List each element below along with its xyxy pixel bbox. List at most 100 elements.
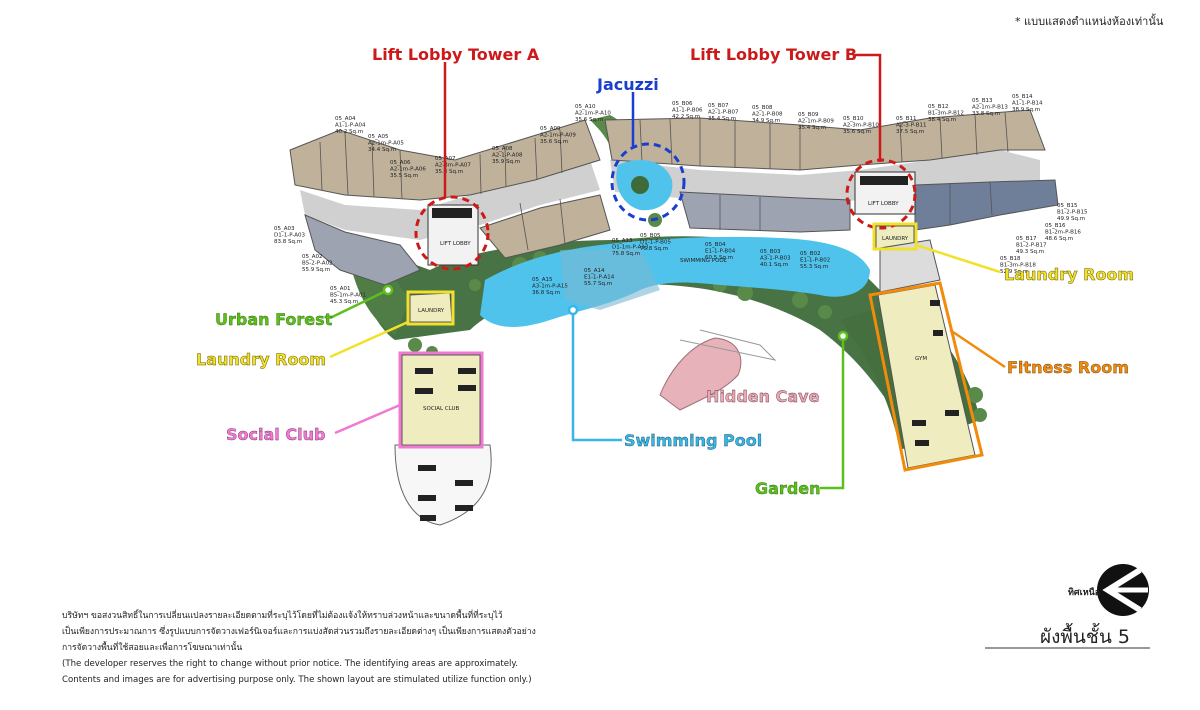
disclaimer-line: Contents and images are for advertising … (62, 675, 532, 685)
unit-area: 38.9 Sq.m (1012, 107, 1040, 113)
lift-lobby-b-text: LIFT LOBBY (868, 201, 899, 207)
gym-building: LAUNDRY GYM (875, 225, 976, 469)
unit-code: 05_A03 (274, 226, 295, 232)
unit-type: A2-3m-P-A07 (435, 163, 471, 169)
label-hidden-cave: Hidden Cave (706, 387, 820, 406)
label-lift-lobby-tower-a: Lift Lobby Tower A (372, 45, 540, 64)
unit-code: 05_B03 (760, 249, 781, 255)
unit-code: 05_A09 (540, 126, 561, 132)
unit-code: 05_A14 (584, 268, 605, 274)
unit-type: A3-1m-P-A15 (532, 284, 568, 290)
unit-type: E1-1-P-A14 (584, 275, 615, 281)
tower-b: LIFT LOBBY (604, 109, 1059, 233)
unit-area: 34.9 Sq.m (752, 118, 780, 124)
unit-code: 05_B04 (705, 242, 726, 248)
unit-area: 35.6 Sq.m (843, 129, 871, 135)
pool-area: SWIMMING POOL (480, 160, 870, 411)
unit-type: B5-1m-P-A01 (330, 293, 366, 299)
unit-type: B1-2m-P-B16 (1045, 230, 1081, 236)
unit-area: 48.6 Sq.m (1045, 236, 1073, 242)
label-jacuzzi: Jacuzzi (596, 75, 659, 94)
unit-type: A2-1m-P-A10 (575, 111, 611, 117)
unit-area: 40.1 Sq.m (760, 262, 788, 268)
social-club-building: LAUNDRY SOCIAL CLUB (394, 292, 492, 526)
unit-code: 05_B16 (1045, 223, 1066, 229)
unit-area: 35.4 Sq.m (708, 116, 736, 122)
label-laundry-room-right: Laundry Room (1004, 265, 1134, 284)
unit-area: 52.9 Sq.m (1000, 269, 1028, 275)
pool-text: SWIMMING POOL (680, 258, 728, 264)
unit-code: 05_A13 (612, 238, 633, 244)
label-social-club: Social Club (226, 425, 325, 444)
unit-code: 05_B13 (972, 98, 993, 104)
unit-type: B5-2-P-A02 (302, 261, 333, 267)
unit-area: 55.3 Sq.m (800, 264, 828, 270)
unit-area: 40.2 Sq.m (335, 129, 363, 135)
unit-type: B1-2-P-B15 (1057, 210, 1088, 216)
tower-a-units-inner (479, 194, 611, 259)
unit-code: 05_B18 (1000, 256, 1021, 262)
unit-type: A2-1m-P-A06 (390, 167, 426, 173)
unit-type: A2-1m-P-B09 (798, 119, 834, 125)
unit-type: A2-1m-P-A09 (540, 133, 576, 139)
unit-area: 75.8 Sq.m (612, 251, 640, 257)
label-urban-forest: Urban Forest (215, 310, 333, 329)
fitness-room-marker (868, 281, 984, 472)
unit-area: 36.8 Sq.m (532, 290, 560, 296)
hidden-cave-shape (659, 337, 742, 411)
gym-text: GYM (915, 356, 927, 362)
unit-type: A2-1m-P-B13 (972, 105, 1008, 111)
unit-area: 38.4 Sq.m (928, 117, 956, 123)
unit-code: 05_B09 (798, 112, 819, 118)
disclaimer-line: บริษัทฯ ขอสงวนสิทธิ์ในการเปลี่ยนแปลงรายล… (62, 611, 503, 621)
unit-type: E1-1-P-B02 (800, 258, 830, 264)
leader-lines (329, 53, 1006, 490)
unit-area: 45.3 Sq.m (330, 299, 358, 305)
unit-area: 55.7 Sq.m (584, 281, 612, 287)
unit-area: 35.5 Sq.m (390, 173, 418, 179)
unit-area: 60.5 Sq.m (705, 255, 733, 261)
social-club-marker (398, 351, 484, 449)
unit-code: 05_B11 (896, 116, 917, 122)
laundry-left-text: LAUNDRY (418, 308, 445, 314)
unit-code: 05_B06 (672, 101, 693, 107)
unit-code: 05_A04 (335, 116, 356, 122)
pool-deck (560, 248, 660, 310)
unit-area: 35.4 Sq.m (798, 125, 826, 131)
disclaimer: บริษัทฯ ขอสงวนสิทธิ์ในการเปลี่ยนแปลงรายล… (62, 608, 536, 688)
unit-type: A2-1-P-B08 (752, 112, 783, 118)
unit-code: 05_B15 (1057, 203, 1078, 209)
unit-type: D1-1-P-B05 (640, 240, 671, 246)
label-fitness-room: Fitness Room (1007, 358, 1129, 377)
unit-code: 05_A06 (390, 160, 411, 166)
unit-area: 34.4 Sq.m (368, 147, 396, 153)
unit-area: 49.9 Sq.m (1057, 216, 1085, 222)
unit-area: 75.8 Sq.m (640, 246, 668, 252)
unit-area: 35.9 Sq.m (492, 159, 520, 165)
location-note: * แบบแสดงตำแหน่งห้องเท่านั้น (1015, 15, 1164, 28)
tower-a-units-south (304, 214, 421, 286)
unit-type: A2-3m-P-B10 (843, 123, 879, 129)
unit-code: 05_B12 (928, 104, 949, 110)
callouts: Lift Lobby Tower A Lift Lobby Tower B Ja… (196, 45, 1135, 498)
unit-code: 05_A08 (492, 146, 513, 152)
unit-code: 05_B17 (1016, 236, 1037, 242)
north-label: ทิศเหนือ (1068, 588, 1101, 598)
label-swimming-pool: Swimming Pool (624, 431, 762, 450)
unit-type: B1-3m-P-B12 (928, 111, 964, 117)
unit-type: A3-1-P-B03 (760, 256, 791, 262)
unit-area: 42.2 Sq.m (672, 114, 700, 120)
label-garden: Garden (755, 479, 821, 498)
unit-code: 05_A15 (532, 277, 553, 283)
unit-code: 05_B02 (800, 251, 821, 257)
tower-b-units-east (914, 179, 1059, 231)
unit-area: 55.9 Sq.m (302, 267, 330, 273)
unit-code: 05_B05 (640, 233, 661, 239)
unit-code: 05_A10 (575, 104, 596, 110)
unit-type: A1-1-P-B06 (672, 108, 703, 114)
unit-type: A1-1-P-B14 (1012, 101, 1043, 107)
lift-lobby-a-text: LIFT LOBBY (440, 241, 471, 247)
unit-area: 49.3 Sq.m (1016, 249, 1044, 255)
